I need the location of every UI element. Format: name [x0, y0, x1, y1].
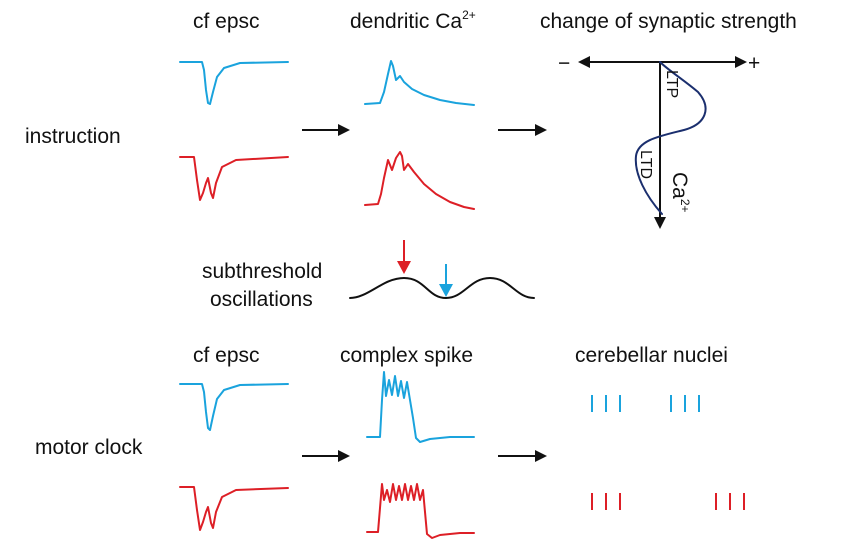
arrow-head-ca-to-plasticity: [535, 124, 547, 136]
ca-axis-label: Ca2+: [668, 172, 692, 213]
dendritic-ca-text: dendritic Ca: [350, 10, 462, 33]
ca-axis-sup: 2+: [678, 199, 692, 213]
complex-spike-title: complex spike: [340, 344, 473, 367]
ca-axis-text: Ca: [668, 172, 691, 199]
dendritic-ca-cyan-trace: [364, 60, 475, 106]
oscillation-label-line1: subthreshold: [202, 260, 322, 283]
cf-epsc-title-bottom: cf epsc: [193, 344, 260, 367]
nuclei-cyan-raster: [591, 395, 700, 412]
cerebellar-nuclei-title: cerebellar nuclei: [575, 344, 728, 367]
nuclei-red-raster: [591, 493, 745, 510]
dendritic-ca-title: dendritic Ca2+: [350, 8, 476, 33]
cf-epsc-title-top: cf epsc: [193, 10, 260, 33]
dendritic-ca-red-trace: [364, 151, 475, 210]
ltp-label: LTP: [663, 70, 680, 98]
axis-left-arrowhead: [578, 56, 590, 68]
dendritic-ca-sup: 2+: [462, 8, 476, 22]
cf-epsc-cyan-trace-bottom: [179, 383, 289, 431]
complex-spike-cyan-trace: [366, 371, 475, 443]
oscillation-label-line2: oscillations: [210, 288, 313, 311]
cf-epsc-cyan-trace-top: [179, 61, 289, 105]
motor-clock-label: motor clock: [35, 436, 143, 459]
cf-epsc-red-trace-bottom: [179, 486, 289, 531]
minus-sign: −: [558, 52, 570, 75]
arrow-head-epsc-to-spike: [338, 450, 350, 462]
arrow-head-spike-to-nuclei: [535, 450, 547, 462]
red-phase-arrowhead: [397, 261, 411, 274]
synaptic-strength-title: change of synaptic strength: [540, 10, 797, 33]
instruction-label: instruction: [25, 125, 121, 148]
axis-right-arrowhead: [735, 56, 747, 68]
cf-epsc-red-trace-top: [179, 156, 289, 201]
plasticity-curve: [634, 61, 707, 215]
plus-sign: +: [748, 52, 760, 75]
oscillation-wave: [349, 277, 535, 299]
axis-down-arrowhead: [654, 217, 666, 229]
cyan-phase-arrowhead: [439, 284, 453, 297]
ltd-label: LTD: [637, 150, 654, 179]
complex-spike-red-trace: [366, 483, 475, 539]
arrow-head-epsc-to-ca: [338, 124, 350, 136]
